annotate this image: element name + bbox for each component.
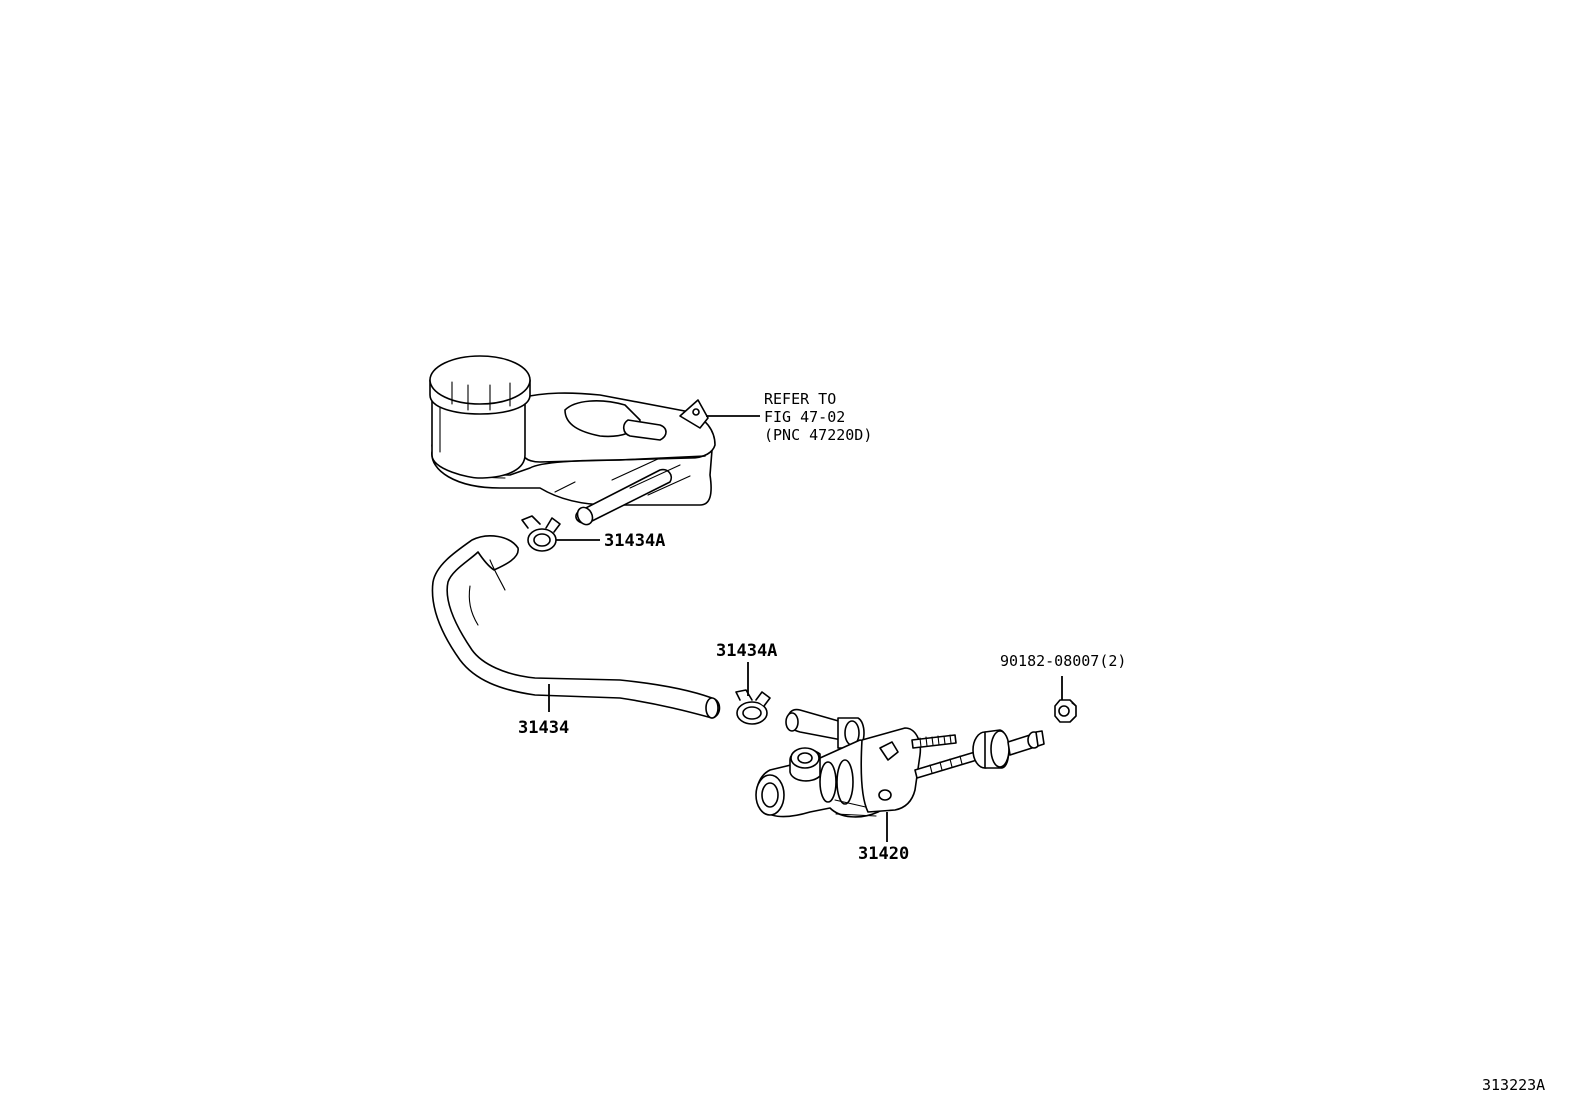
- reference-note-line1: REFER TO: [764, 390, 836, 408]
- hose-clamp-lower: [735, 689, 771, 725]
- reference-note-line2: FIG 47-02: [764, 408, 845, 426]
- hose-clamp-upper: [521, 515, 561, 552]
- diagram-id: 313223A: [1482, 1076, 1545, 1094]
- callout-hose: 31434: [518, 718, 569, 738]
- callout-clamp-lower: 31434A: [716, 641, 777, 661]
- clutch-master-cylinder: [755, 708, 1045, 818]
- reservoir-tank: [429, 355, 716, 526]
- callout-nut: 90182-08007(2): [1000, 652, 1126, 670]
- reference-note-line3: (PNC 47220D): [764, 426, 872, 444]
- callout-clamp-upper: 31434A: [604, 531, 665, 551]
- reference-note: REFER TO FIG 47-02 (PNC 47220D): [764, 390, 872, 444]
- hex-nut: [1054, 699, 1077, 723]
- clutch-hose: [431, 535, 721, 719]
- callout-master-cylinder: 31420: [858, 844, 909, 864]
